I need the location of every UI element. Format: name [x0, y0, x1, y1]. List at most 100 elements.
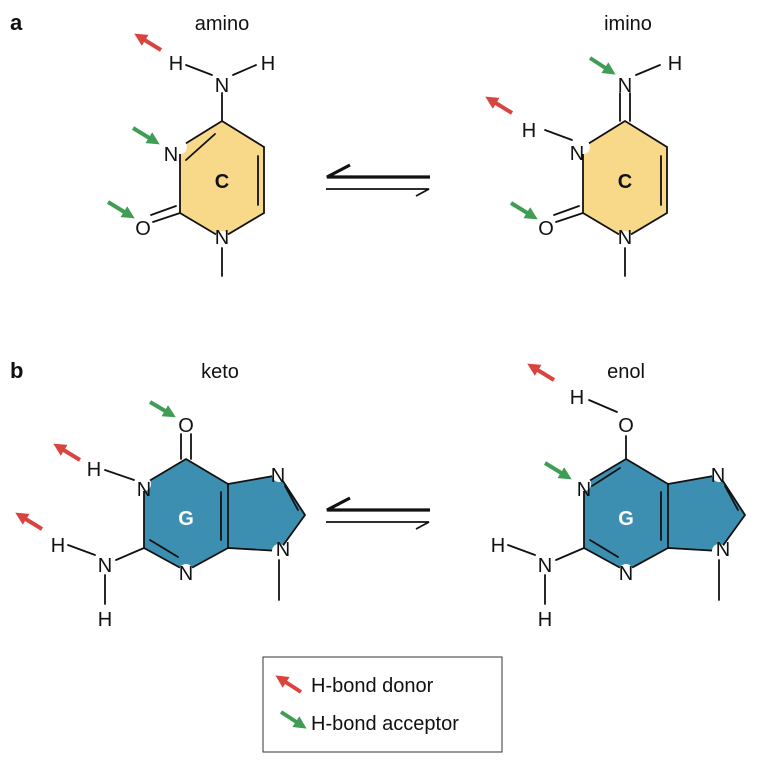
- nitrogen-atom: N: [538, 555, 552, 577]
- panel-b-letter: b: [10, 358, 23, 383]
- enol-label: enol: [607, 361, 645, 383]
- donor-arrow-icon: [134, 33, 163, 52]
- ring-double-bond: [149, 539, 179, 558]
- hydrogen-atom: H: [668, 53, 682, 75]
- hydrogen-atom: H: [51, 535, 65, 557]
- bond: [104, 469, 135, 481]
- oxygen-atom: O: [538, 218, 554, 240]
- legend-acceptor-label: H-bond acceptor: [311, 713, 459, 735]
- keto-label: keto: [201, 361, 239, 383]
- panel-a-letter: a: [10, 10, 23, 35]
- amino-label: amino: [195, 13, 249, 35]
- atom-node: [179, 564, 193, 578]
- bond: [555, 212, 584, 223]
- guanine-ring: [583, 458, 746, 572]
- nitrogen-atom: N: [716, 539, 730, 561]
- bond: [150, 205, 177, 216]
- oxygen-atom: O: [135, 218, 151, 240]
- ring-double-bond: [724, 485, 739, 511]
- acceptor-arrow-icon: [279, 710, 307, 729]
- oxygen-atom: O: [178, 415, 194, 437]
- bond: [152, 212, 181, 223]
- legend: H-bond donor H-bond acceptor: [262, 656, 503, 753]
- hydrogen-atom: H: [169, 53, 183, 75]
- bond: [115, 547, 145, 561]
- atom-node: [619, 564, 633, 578]
- nitrogen-atom: N: [137, 479, 151, 501]
- guanine-ring: [143, 458, 306, 572]
- atom-node: [173, 140, 187, 154]
- bond: [553, 205, 580, 216]
- bond: [544, 129, 573, 141]
- hydrogen-atom: H: [261, 53, 275, 75]
- nitrogen-atom: N: [271, 465, 285, 487]
- equilibrium-arrows: [326, 496, 430, 530]
- hydrogen-atom: H: [98, 609, 112, 631]
- bond: [232, 64, 257, 76]
- atom-node: [712, 468, 726, 482]
- acceptor-arrow-icon: [509, 201, 538, 220]
- donor-arrow-icon: [275, 675, 303, 694]
- bond: [67, 544, 96, 556]
- nitrogen-atom: N: [570, 143, 584, 165]
- guanine-ring-label: G: [178, 508, 194, 530]
- acceptor-arrow-icon: [543, 461, 572, 480]
- equilibrium-arrows: [326, 163, 430, 197]
- atom-node: [215, 231, 229, 245]
- ring-double-bond: [591, 467, 621, 487]
- bond: [507, 544, 536, 556]
- guanine-ring-label: G: [618, 508, 634, 530]
- panel-b: b keto G O N H N N N N: [10, 358, 746, 631]
- cytosine-imino-structure: imino C N H N H O N: [485, 13, 682, 277]
- acceptor-arrow-icon: [106, 200, 135, 219]
- bond: [635, 64, 661, 76]
- hydrogen-atom: H: [491, 535, 505, 557]
- cytosine-ring-label: C: [215, 171, 229, 193]
- hydrogen-atom: H: [522, 120, 536, 142]
- nitrogen-atom: N: [577, 479, 591, 501]
- nitrogen-atom: N: [276, 539, 290, 561]
- donor-arrow-icon: [527, 363, 556, 382]
- nitrogen-atom: N: [215, 75, 229, 97]
- atom-node: [577, 477, 591, 491]
- legend-donor-label: H-bond donor: [311, 675, 434, 697]
- nitrogen-atom: N: [98, 555, 112, 577]
- imino-label: imino: [604, 13, 652, 35]
- oxygen-atom: O: [618, 415, 634, 437]
- cytosine-ring-label: C: [618, 171, 632, 193]
- atom-node: [618, 231, 632, 245]
- nitrogen-atom: N: [618, 227, 632, 249]
- atom-node: [272, 544, 286, 558]
- acceptor-arrow-icon: [131, 126, 160, 145]
- acceptor-arrow-icon: [148, 400, 176, 418]
- ring-double-bond: [185, 133, 216, 161]
- ring-double-bond: [284, 485, 299, 511]
- acceptor-arrow-icon: [588, 56, 616, 75]
- atom-node: [576, 140, 590, 154]
- nitrogen-atom: N: [164, 144, 178, 166]
- guanine-keto-structure: keto G O N H N N N N H H: [15, 361, 306, 631]
- hydrogen-atom: H: [538, 609, 552, 631]
- panel-a: a amino C N H H N O N: [10, 10, 682, 277]
- nitrogen-atom: N: [711, 465, 725, 487]
- nitrogen-atom: N: [179, 563, 193, 585]
- legend-box: [262, 656, 503, 753]
- ring-double-bond: [589, 539, 619, 558]
- bond: [588, 399, 618, 413]
- guanine-enol-structure: enol G O H N N N N N H H: [491, 361, 746, 631]
- bond: [185, 64, 213, 76]
- atom-node: [137, 477, 151, 491]
- nitrogen-atom: N: [618, 75, 632, 97]
- nitrogen-atom: N: [619, 563, 633, 585]
- donor-arrow-icon: [485, 96, 514, 115]
- hydrogen-atom: H: [87, 459, 101, 481]
- donor-arrow-icon: [53, 443, 82, 462]
- hydrogen-atom: H: [570, 387, 584, 409]
- atom-node: [712, 544, 726, 558]
- donor-arrow-icon: [15, 512, 44, 531]
- cytosine-amino-structure: amino C N H H N O N: [106, 13, 275, 277]
- atom-node: [272, 468, 286, 482]
- bond: [555, 547, 585, 561]
- nitrogen-atom: N: [215, 227, 229, 249]
